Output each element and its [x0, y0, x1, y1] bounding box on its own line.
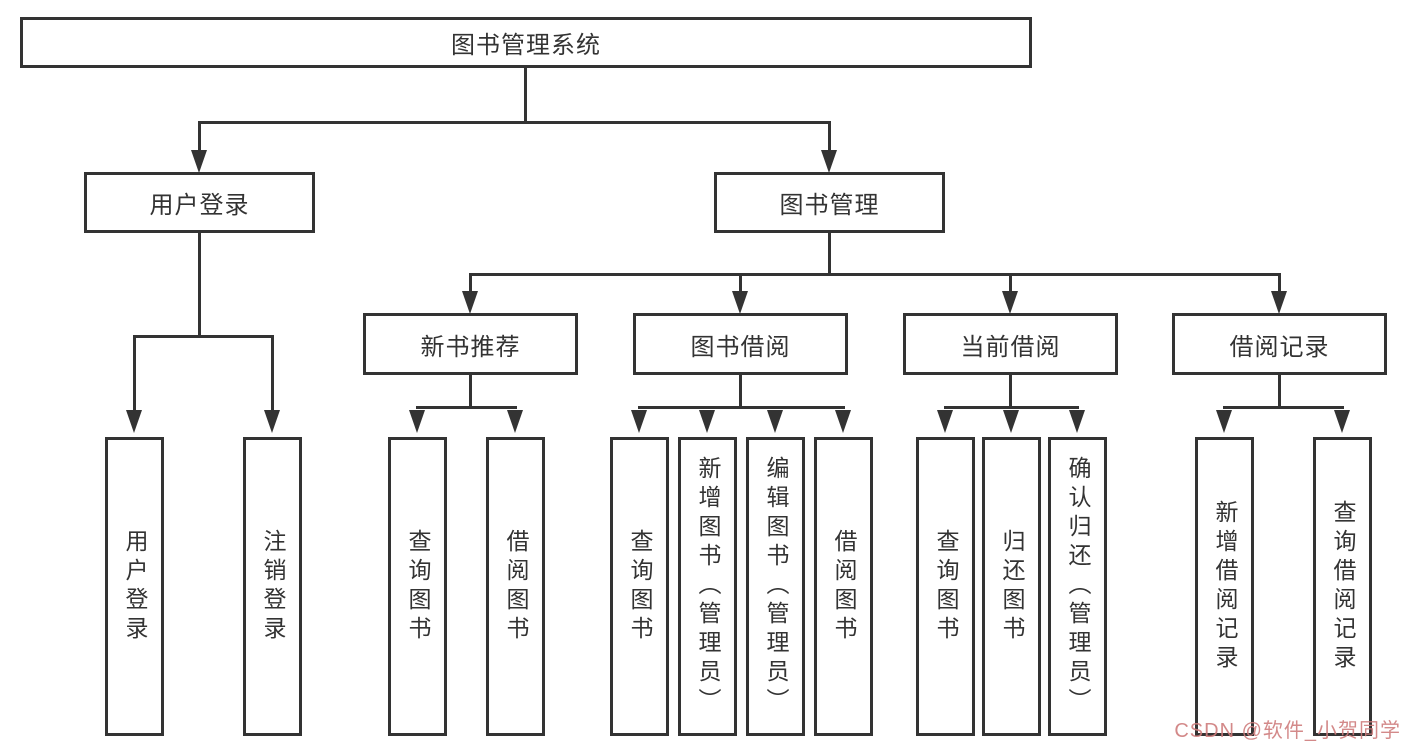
node-label: 图书管理系统: [451, 32, 601, 59]
node-user-login: 用户登录: [84, 172, 315, 233]
leaf-query-borrow-record: 查询借阅记录: [1313, 437, 1372, 736]
arrowhead: [264, 410, 280, 433]
node-label: 用户登录: [149, 192, 250, 219]
leaf-confirm-return-admin: 确认归还（管理员）: [1048, 437, 1107, 736]
connector-records-branch: [1223, 406, 1344, 409]
connector-user-subtree-branch: [133, 335, 274, 338]
arrowhead: [1069, 410, 1085, 433]
arrowhead: [937, 410, 953, 433]
arrowhead: [1216, 410, 1232, 433]
node-label: 新增图书（管理员）: [695, 456, 721, 717]
connector-leaf-drop: [133, 335, 136, 412]
connector-level1-branch: [198, 121, 831, 124]
arrowhead: [409, 410, 425, 433]
connector-level2-drop: [1278, 273, 1281, 294]
node-label: 归还图书: [999, 528, 1025, 645]
watermark: CSDN @软件_小贺同学: [1174, 720, 1401, 742]
node-label: 新书推荐: [420, 333, 521, 361]
connector-mgmt-subtree-stem: [828, 231, 831, 276]
connector-records-stem: [1278, 373, 1281, 408]
leaf-query-books-borrow: 查询图书: [610, 437, 669, 736]
arrowhead: [1334, 410, 1350, 433]
leaf-borrow-books: 借阅图书: [814, 437, 873, 736]
leaf-add-borrow-record: 新增借阅记录: [1195, 437, 1254, 736]
connector-newbook-stem: [469, 373, 472, 408]
node-label: 用户登录: [122, 528, 148, 645]
connector-level2-drop: [739, 273, 742, 294]
connector-current-branch: [944, 406, 1079, 409]
node-label: 图书管理: [779, 192, 880, 219]
connector-level2-branch: [469, 273, 1281, 276]
arrowhead: [191, 150, 207, 173]
leaf-add-book-admin: 新增图书（管理员）: [678, 437, 737, 736]
connector-level2-drop: [1009, 273, 1012, 294]
arrowhead: [821, 150, 837, 173]
connector-user-login-drop: [198, 121, 201, 152]
connector-newbook-branch: [416, 406, 517, 409]
node-label: 查询图书: [627, 528, 653, 645]
connector-borrow-stem: [739, 373, 742, 408]
leaf-return-book: 归还图书: [982, 437, 1041, 736]
node-label: 查询图书: [933, 528, 959, 645]
arrowhead: [1271, 291, 1287, 314]
node-label: 查询图书: [405, 528, 431, 645]
node-label: 注销登录: [260, 528, 286, 645]
connector-root-stem: [524, 66, 527, 123]
arrowhead: [699, 410, 715, 433]
leaf-user-login: 用户登录: [105, 437, 164, 736]
node-label: 查询借阅记录: [1330, 499, 1356, 674]
leaf-query-books-current: 查询图书: [916, 437, 975, 736]
arrowhead: [631, 410, 647, 433]
arrowhead: [462, 291, 478, 314]
leaf-edit-book-admin: 编辑图书（管理员）: [746, 437, 805, 736]
arrowhead: [126, 410, 142, 433]
arrowhead: [767, 410, 783, 433]
arrowhead: [835, 410, 851, 433]
node-label: 新增借阅记录: [1212, 499, 1238, 674]
connector-level2-drop: [469, 273, 472, 294]
leaf-logout: 注销登录: [243, 437, 302, 736]
node-new-book-recommend: 新书推荐: [363, 313, 578, 375]
node-borrow-records: 借阅记录: [1172, 313, 1387, 375]
node-label: 编辑图书（管理员）: [763, 456, 789, 717]
arrowhead: [1002, 291, 1018, 314]
leaf-borrow-books-recommend: 借阅图书: [486, 437, 545, 736]
arrowhead: [507, 410, 523, 433]
connector-leaf-drop: [271, 335, 274, 412]
node-label: 当前借阅: [960, 333, 1061, 361]
node-current-borrow: 当前借阅: [903, 313, 1118, 375]
node-label: 借阅图书: [831, 528, 857, 645]
node-label: 图书借阅: [690, 333, 791, 361]
connector-current-stem: [1009, 373, 1012, 408]
arrowhead: [732, 291, 748, 314]
connector-borrow-branch: [638, 406, 845, 409]
node-book-borrow: 图书借阅: [633, 313, 848, 375]
arrowhead: [1003, 410, 1019, 433]
node-label: 借阅图书: [503, 528, 529, 645]
node-root: 图书管理系统: [20, 17, 1032, 68]
node-label: 借阅记录: [1229, 333, 1330, 361]
node-label: 确认归还（管理员）: [1065, 456, 1091, 717]
connector-book-mgmt-drop: [828, 121, 831, 152]
leaf-query-books-recommend: 查询图书: [388, 437, 447, 736]
connector-user-subtree-stem: [198, 231, 201, 337]
node-book-management: 图书管理: [714, 172, 945, 233]
